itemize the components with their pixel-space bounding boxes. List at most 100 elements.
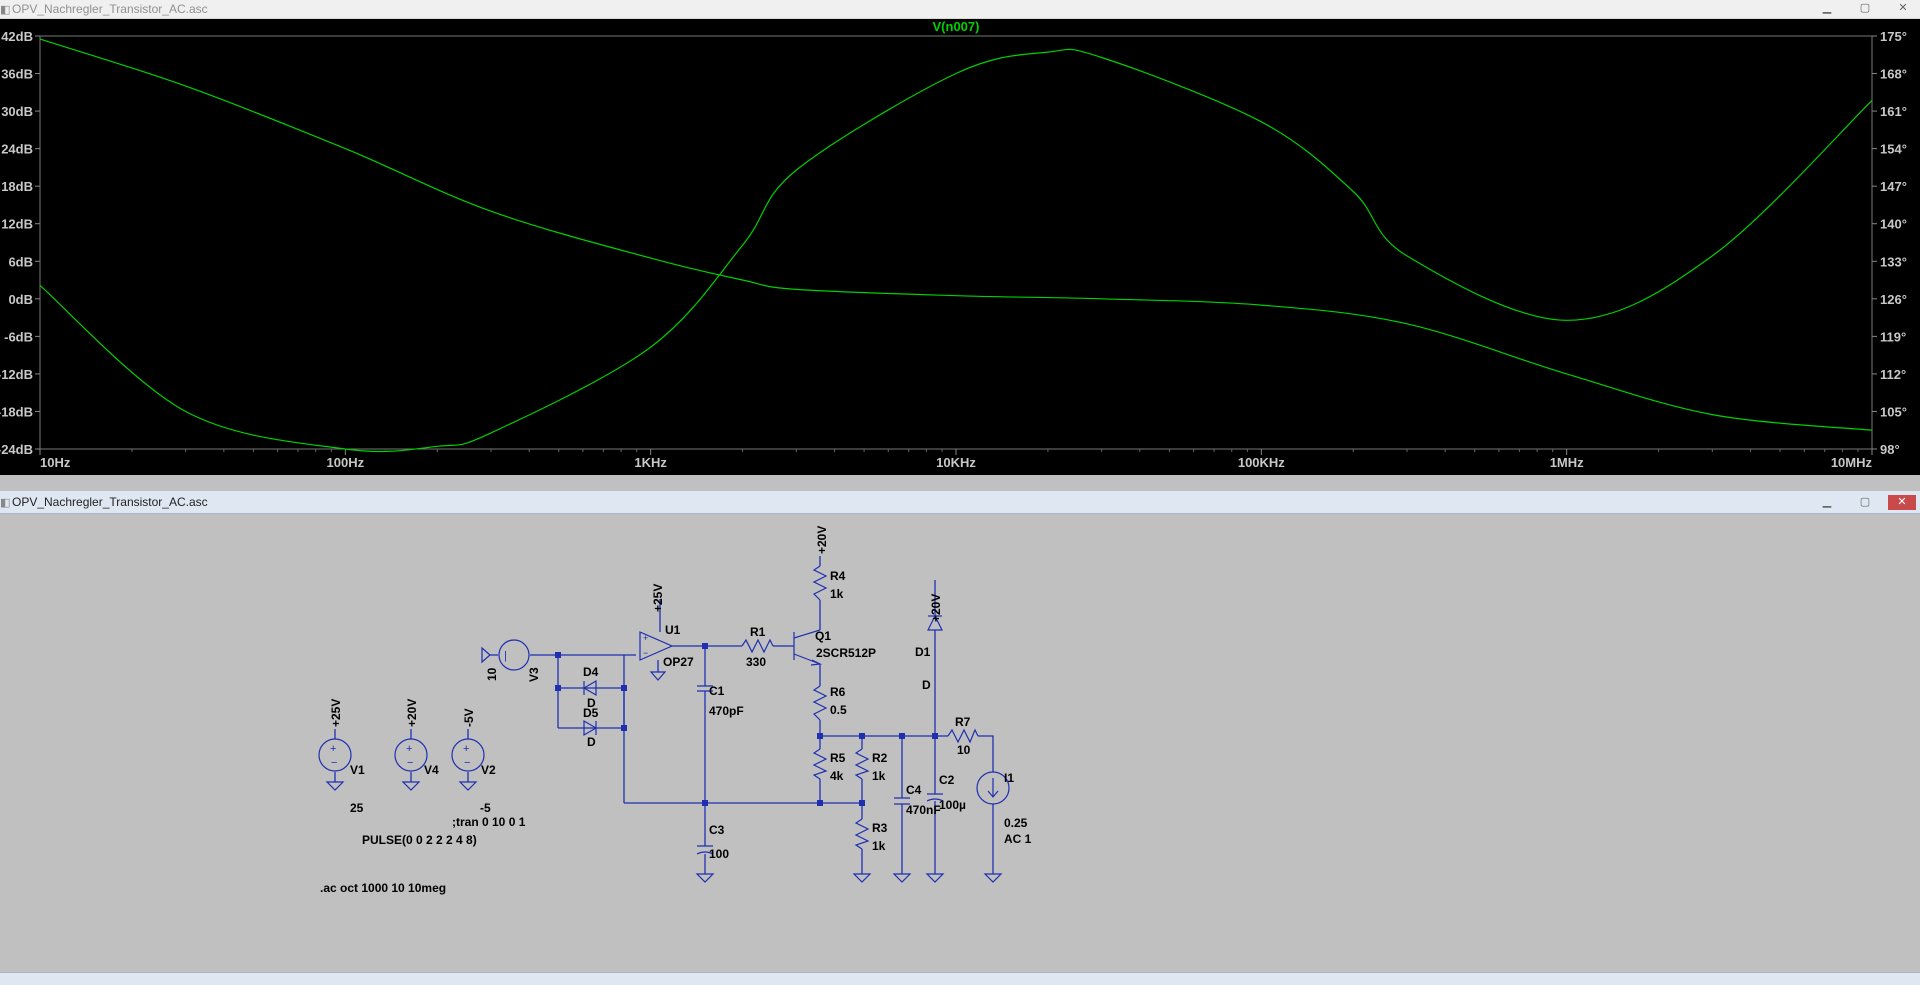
y-left-tick-label: -24dB xyxy=(0,442,33,457)
diode-d4[interactable] xyxy=(582,679,597,697)
y-right-tick-label: 112° xyxy=(1880,367,1906,382)
diode-d1[interactable] xyxy=(927,614,943,631)
plot-frame xyxy=(39,35,1873,450)
resistor-r2[interactable] xyxy=(854,748,870,780)
svg-text:+: + xyxy=(643,633,648,643)
label-plus20v-d1: +20V xyxy=(929,594,943,622)
current-source-i1[interactable] xyxy=(976,771,1010,805)
close-button[interactable]: ✕ xyxy=(1888,495,1916,510)
label-v1-top: +25V xyxy=(329,699,343,727)
label-d1: D1 xyxy=(915,645,931,659)
resistor-r6[interactable] xyxy=(812,685,828,721)
label-r6-value: 0.5 xyxy=(830,703,847,717)
x-tick-label: 100KHz xyxy=(1238,455,1285,470)
capacitor-c3[interactable] xyxy=(696,845,714,855)
voltage-source-v2[interactable]: + − xyxy=(451,738,485,772)
voltage-source-v3[interactable]: | xyxy=(481,639,530,671)
label-v3: V3 xyxy=(527,667,541,682)
label-c4-value: 470nF xyxy=(906,803,941,817)
y-left-tick-label: 24dB xyxy=(1,142,33,157)
label-d4: D4 xyxy=(583,665,599,679)
resistor-r5[interactable] xyxy=(812,748,828,780)
spice-ac-directive: .ac oct 1000 10 10meg xyxy=(320,881,446,895)
capacitor-c2[interactable] xyxy=(926,793,944,802)
label-r1: R1 xyxy=(750,625,766,639)
schematic-window-title: OPV_Nachregler_Transistor_AC.asc xyxy=(12,495,208,509)
schematic-drawing[interactable]: + − | xyxy=(0,514,1920,972)
label-i1-value: 0.25 xyxy=(1004,816,1028,830)
close-button[interactable]: ✕ xyxy=(1898,2,1908,14)
label-i1: I1 xyxy=(1004,771,1014,785)
plot-window-titlebar[interactable]: ◧ OPV_Nachregler_Transistor_AC.asc ▁ ▢ ✕ xyxy=(0,0,1920,19)
label-c1: C1 xyxy=(709,684,725,698)
phase-trace[interactable] xyxy=(39,48,1873,453)
voltage-source-v4[interactable]: + − xyxy=(394,738,428,772)
status-strip xyxy=(0,972,1920,985)
y-right-tick-label: 147° xyxy=(1880,179,1907,194)
schematic-canvas[interactable]: + − | xyxy=(0,514,1920,972)
opamp-u1[interactable]: + − xyxy=(639,631,674,681)
svg-text:−: − xyxy=(407,757,413,769)
resistor-r4[interactable] xyxy=(812,565,828,601)
junction-dots xyxy=(555,643,938,806)
label-d5-value: D xyxy=(587,735,596,749)
label-r4: R4 xyxy=(830,569,846,583)
capacitor-c1[interactable] xyxy=(697,685,713,710)
label-r7-value: 10 xyxy=(957,743,971,757)
y-right-tick-label: 154° xyxy=(1880,142,1907,157)
label-c2: C2 xyxy=(939,773,955,787)
y-left-tick-label: 30dB xyxy=(1,104,33,119)
y-left-tick-label: 42dB xyxy=(1,29,33,44)
trace-label[interactable]: V(n007) xyxy=(933,19,980,34)
ground-symbols xyxy=(325,781,1003,883)
label-r3-value: 1k xyxy=(872,839,886,853)
resistor-r7[interactable] xyxy=(947,728,979,744)
label-plus25v-u1: +25V xyxy=(651,584,665,612)
transistor-q1[interactable] xyxy=(787,629,823,666)
resistor-r3[interactable] xyxy=(854,818,870,850)
app-icon: ◧ xyxy=(0,497,11,509)
x-tick-label: 100Hz xyxy=(327,455,365,470)
voltage-source-v1[interactable]: + − xyxy=(318,738,352,772)
label-r5: R5 xyxy=(830,751,846,765)
diode-d5[interactable] xyxy=(583,719,598,737)
y-right-tick-label: 168° xyxy=(1880,67,1907,82)
resistor-r1[interactable] xyxy=(741,638,774,654)
x-tick-label: 10MHz xyxy=(1831,455,1873,470)
x-tick-label: 1KHz xyxy=(634,455,667,470)
label-r2-value: 1k xyxy=(872,769,886,783)
capacitor-c4[interactable] xyxy=(894,797,910,805)
schematic-labels: +25V U1 OP27 R1 330 Q1 2SCR512P +20V R4 … xyxy=(320,526,1032,895)
x-tick-label: 10Hz xyxy=(40,455,71,470)
spice-tran-directive: ;tran 0 10 0 1 xyxy=(452,815,526,829)
label-v4: V4 xyxy=(424,763,439,777)
maximize-button[interactable]: ▢ xyxy=(1859,2,1871,14)
y-left-tick-label: 18dB xyxy=(1,179,33,194)
svg-text:|: | xyxy=(504,650,507,662)
label-r1-value: 330 xyxy=(746,655,766,669)
y-right-tick-label: 175° xyxy=(1880,29,1907,44)
label-r3: R3 xyxy=(872,821,888,835)
minimize-button[interactable]: ▁ xyxy=(1822,496,1832,508)
y-left-tick-label: 12dB xyxy=(1,217,33,232)
y-right-tick-label: 126° xyxy=(1880,292,1907,307)
label-q1-value: 2SCR512P xyxy=(816,646,876,660)
schematic-window-titlebar[interactable]: ◧ OPV_Nachregler_Transistor_AC.asc ▁ ▢ ✕ xyxy=(0,491,1920,514)
y-left-tick-label: -18dB xyxy=(0,404,33,419)
label-v4-top: +20V xyxy=(405,699,419,727)
minimize-button[interactable]: ▁ xyxy=(1822,2,1832,14)
magnitude-trace[interactable] xyxy=(39,38,1873,431)
label-plus20v-q1: +20V xyxy=(815,526,829,554)
maximize-button[interactable]: ▢ xyxy=(1859,496,1871,508)
svg-text:−: − xyxy=(331,757,337,769)
y-left-tick-label: 6dB xyxy=(8,254,33,269)
y-right-tick-label: 98° xyxy=(1880,442,1900,457)
label-op27: OP27 xyxy=(663,655,694,669)
label-v1: V1 xyxy=(350,763,365,777)
label-q1: Q1 xyxy=(815,629,831,643)
y-right-tick-label: 119° xyxy=(1880,329,1906,344)
label-r5-value: 4k xyxy=(830,769,844,783)
app-icon: ◧ xyxy=(0,4,11,16)
